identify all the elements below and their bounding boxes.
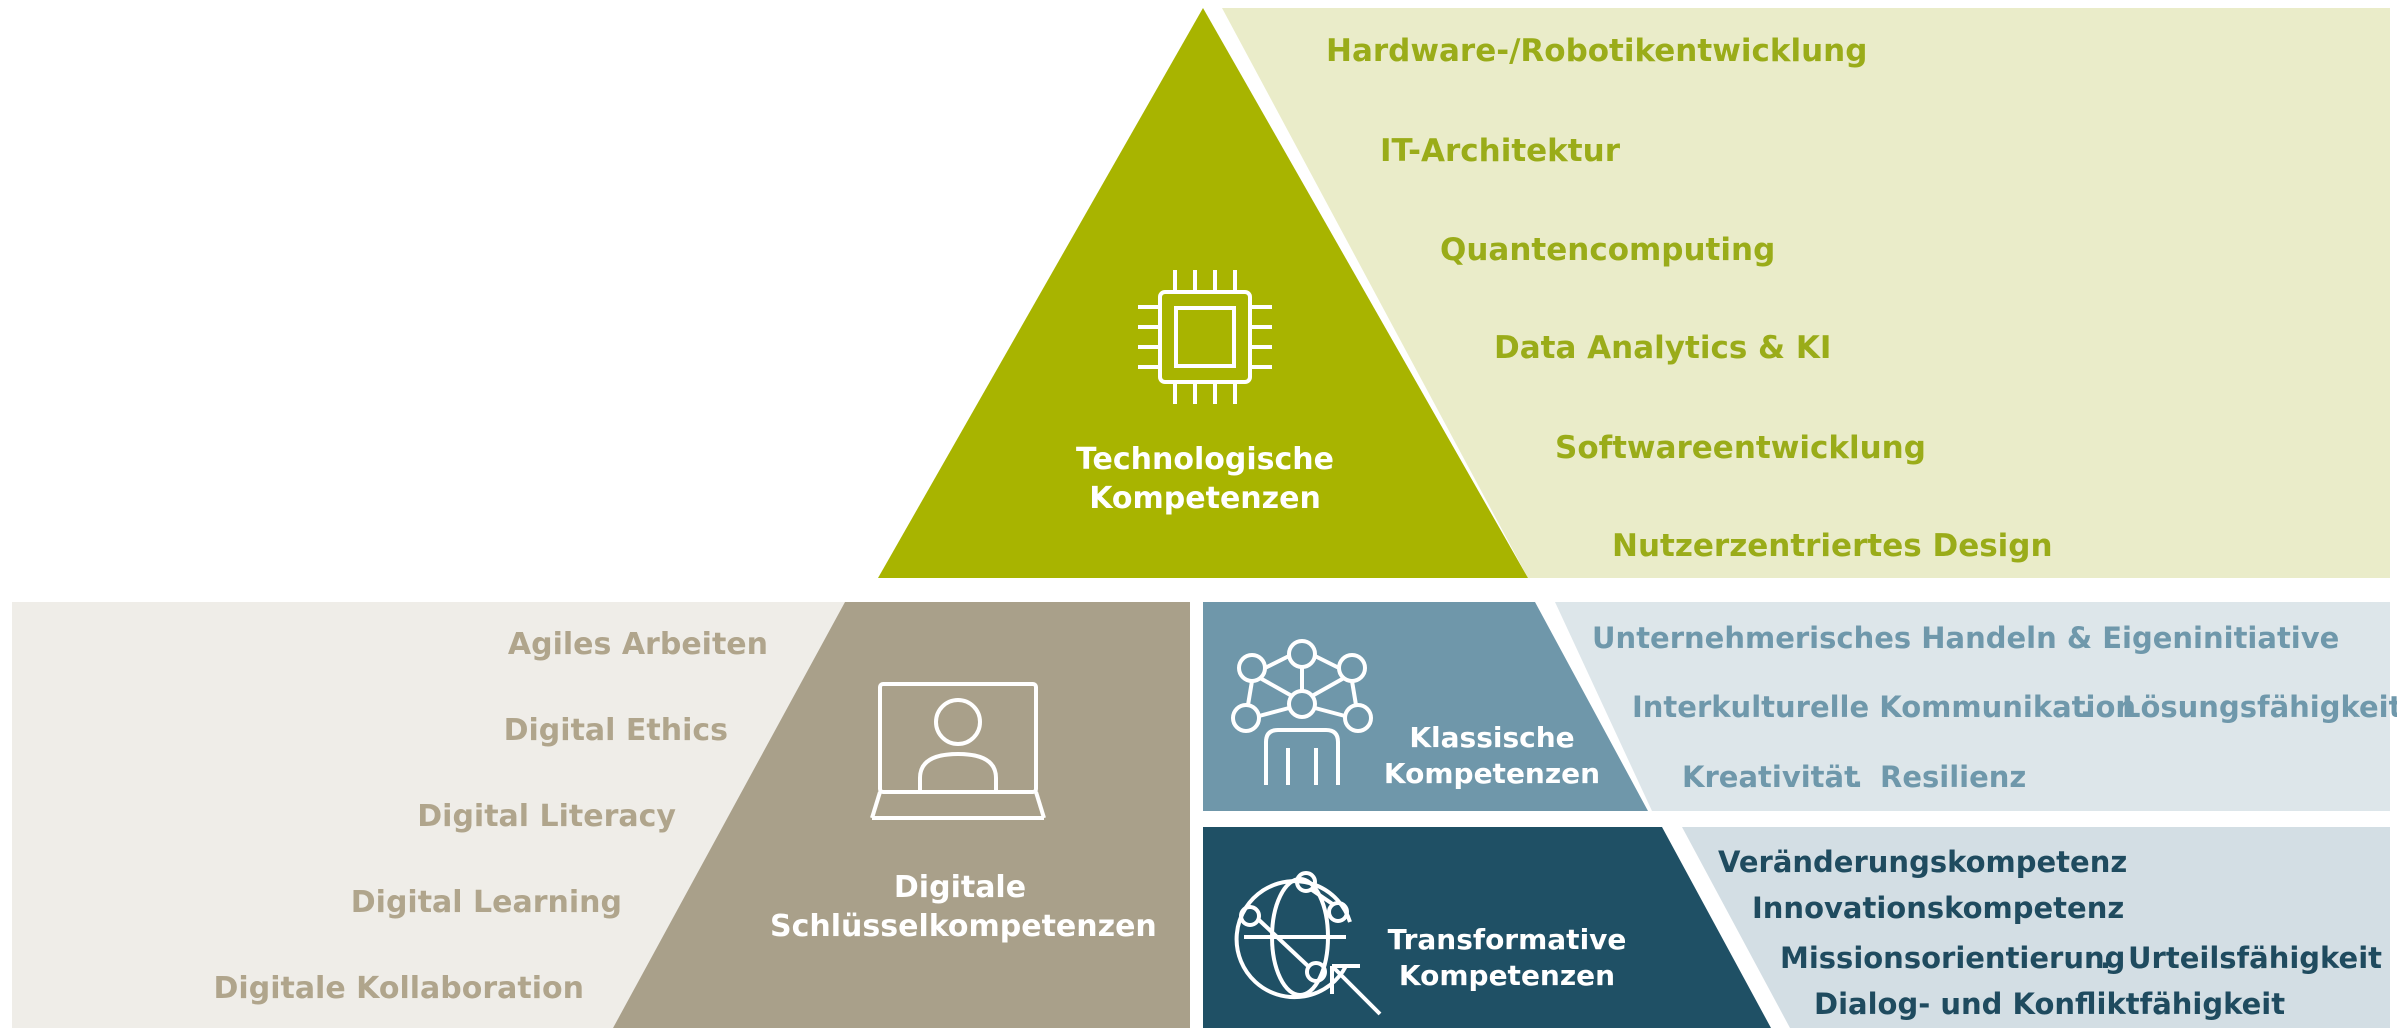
- transform-title-line1: Transformative: [1387, 923, 1627, 956]
- classic-item: Kreativität: [1682, 760, 1858, 794]
- transform-title: Transformative Kompetenzen: [1382, 922, 1632, 995]
- digital-trapezoid: [613, 602, 1190, 1028]
- transform-item: Urteilsfähigkeit: [2128, 941, 2383, 975]
- tech-title-line2: Kompetenzen: [1089, 481, 1321, 516]
- transform-title-line2: Kompetenzen: [1398, 959, 1616, 993]
- tech-panel: [1222, 8, 2390, 578]
- tech-item: Nutzerzentriertes Design: [1612, 528, 2053, 564]
- tech-item: Quantencomputing: [1440, 232, 1776, 268]
- digital-title: Digitale Schlüsselkompetenzen: [770, 868, 1157, 946]
- transform-item: Missionsorientierung: [1780, 941, 2126, 975]
- globe-cursor-icon: [1234, 871, 1382, 1016]
- classic-panel: [1555, 602, 2390, 811]
- tech-item: Softwareentwicklung: [1555, 430, 1926, 466]
- cpu-chip-icon: [1138, 270, 1272, 404]
- digital-item: Digital Learning: [350, 885, 622, 920]
- transform-panel: [1682, 827, 2390, 1028]
- transform-separator: .: [2100, 941, 2112, 975]
- classic-item: Resilienz: [1880, 760, 2027, 794]
- digital-item: Digital Ethics: [503, 713, 728, 748]
- classic-item: Lösungsfähigkeit: [2122, 690, 2397, 724]
- classic-title-line1: Klassische: [1409, 721, 1575, 754]
- digital-panel: [12, 602, 845, 1028]
- digital-title-line2: Schlüsselkompetenzen: [770, 909, 1157, 944]
- digital-item: Digital Literacy: [417, 799, 676, 834]
- classic-title: Klassische Kompetenzen: [1372, 720, 1612, 793]
- classic-separator: .: [2080, 690, 2092, 724]
- transform-item: Dialog- und Konfliktfähigkeit: [1814, 987, 2286, 1021]
- classic-item: Unternehmerisches Handeln & Eigeninitiat…: [1592, 621, 2340, 655]
- laptop-user-icon: [870, 682, 1046, 820]
- tech-item: Data Analytics & KI: [1494, 330, 1832, 366]
- digital-item: Agiles Arbeiten: [507, 627, 768, 662]
- tech-item: IT-Architektur: [1380, 133, 1620, 169]
- tech-title: Technologische Kompetenzen: [1040, 440, 1370, 518]
- network-person-icon: [1231, 639, 1373, 785]
- digital-item: Digitale Kollaboration: [213, 971, 584, 1006]
- transform-item: Veränderungskompetenz: [1718, 845, 2128, 879]
- digital-title-line1: Digitale: [893, 870, 1027, 905]
- transform-item: Innovationskompetenz: [1752, 891, 2125, 925]
- classic-item: Interkulturelle Kommunikation: [1632, 690, 2137, 724]
- classic-separator: .: [1852, 760, 1864, 794]
- tech-title-line1: Technologische: [1076, 442, 1334, 477]
- tech-item: Hardware-/Robotikentwicklung: [1326, 33, 1868, 69]
- classic-title-line2: Kompetenzen: [1383, 757, 1601, 791]
